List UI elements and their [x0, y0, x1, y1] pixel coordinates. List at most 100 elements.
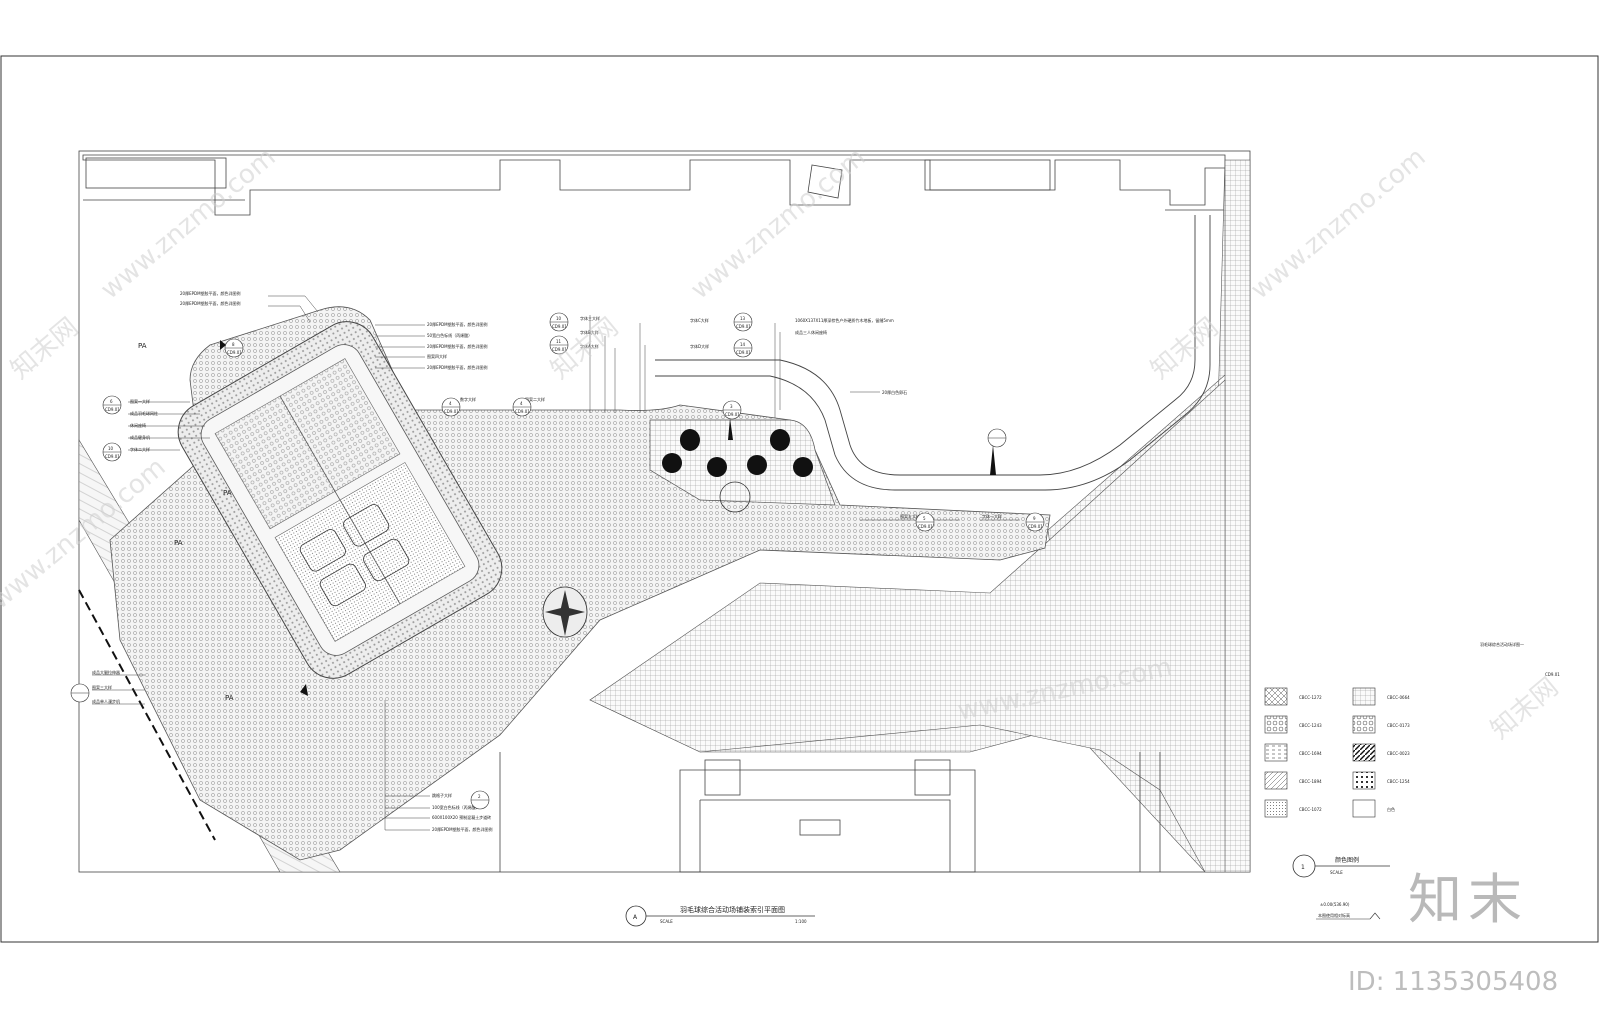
callout-bottom-left: 成品大腿拉伸器 [92, 669, 120, 675]
legend-code: CBCC-1272 [1299, 695, 1322, 700]
index-code: CD9.01 [105, 407, 120, 412]
pa-label: PA [138, 342, 147, 350]
drawing-title: 羽毛球综合活动场铺装索引平面图 [680, 905, 785, 914]
index-code: CD9.01 [227, 350, 242, 355]
side-note-code: CD9.01 [1545, 672, 1560, 677]
callout-bottom: 跳格子大样 [432, 792, 452, 798]
section-markers [220, 340, 996, 696]
callout-mid: 图案四大样 [427, 353, 447, 359]
brand-logo: 知末 [1408, 868, 1528, 931]
index-num: 11 [556, 339, 562, 344]
index-bubbles [70, 312, 1045, 810]
callout-mid: 20厚EPDM塑胶平面，颜色详图例 [427, 321, 488, 327]
index-code: CD9.01 [1028, 524, 1043, 529]
legend-swatch [1352, 771, 1376, 790]
legend-code: CBCC-1894 [1299, 779, 1322, 784]
watermark-brand: 知末网 [5, 312, 84, 385]
building-north [82, 154, 1226, 216]
callout-bottom: 20厚EPDM塑胶平面，颜色详图例 [432, 826, 493, 832]
index-num: 10 [108, 446, 114, 451]
callout-top: 字体C大样 [690, 317, 709, 323]
callout-left: 20厚EPDM塑胶平面，颜色详图例 [180, 300, 241, 306]
rail-line [78, 589, 216, 841]
legend-swatch [1264, 687, 1288, 706]
callout-top: 字体一大样 [982, 513, 1002, 519]
pa-label: PA [223, 489, 232, 497]
callout-top: 20厚白色卵石 [882, 389, 907, 395]
index-num: 13 [740, 316, 746, 321]
pa-label: PA [225, 694, 234, 702]
index-num: 6 [110, 399, 113, 404]
callout-left: 成品健身机 [130, 434, 150, 440]
legend-code: CBCC-0173 [1387, 723, 1410, 728]
index-code: CD9.01 [552, 347, 567, 352]
callout-mid: 50宽白色标线（丙烯酸） [427, 332, 472, 338]
watermark-site: www.znzmo.com [685, 142, 871, 305]
index-num: 3 [730, 404, 733, 409]
index-num: 4 [520, 401, 523, 406]
scale-value: 1:100 [795, 919, 807, 924]
callout-top: 字体三大样 [580, 315, 600, 321]
legend-swatch [1264, 771, 1288, 790]
callout-left: 成品羽毛球网柱 [130, 410, 158, 416]
drawing-title-block: A 羽毛球综合活动场铺装索引平面图 SCALE 1:100 [625, 905, 815, 927]
callout-left: 休闲座椅 [130, 422, 146, 428]
compass-medallion [542, 586, 588, 638]
index-num: 9 [1033, 516, 1036, 521]
index-code: CD9.01 [105, 454, 120, 459]
legend-code: CBCC-1254 [1387, 779, 1410, 784]
callout-top: 图案二大样 [525, 396, 545, 402]
watermark-brand: 知末网 [1145, 312, 1224, 385]
legend-code: CBCC-0664 [1387, 695, 1410, 700]
callout-top: 成品三人休闲座椅 [795, 329, 827, 335]
watermark-site: www.znzmo.com [95, 142, 281, 305]
legend-swatch [1352, 799, 1376, 818]
legend-swatch [1352, 743, 1376, 762]
callout-top: 1060X137X11厚深棕色户外硬质竹木地板，留缝5mm [795, 317, 894, 323]
legend-code: CBCC-1243 [1299, 723, 1322, 728]
legend-scale-label: SCALE [1330, 870, 1343, 875]
index-code: CD9.01 [918, 524, 933, 529]
legend-code: CBCC-1072 [1299, 807, 1322, 812]
legend-swatch [1264, 715, 1288, 734]
legend-swatch [1264, 743, 1288, 762]
watermark-brand: 知末网 [1485, 672, 1564, 745]
legend-swatch [1352, 687, 1376, 706]
callout-top: 字体D大样 [690, 343, 709, 349]
wood-deck-zone [649, 419, 836, 513]
legend-swatch [1264, 799, 1288, 818]
legend-swatch [1352, 715, 1376, 734]
callout-top: 字体A大样 [580, 343, 599, 349]
index-num: 10 [556, 316, 562, 321]
index-num: 2 [478, 794, 481, 799]
watermark-site: www.znzmo.com [1245, 142, 1431, 305]
callout-left: 字体二大样 [130, 446, 150, 452]
elevation-note: ±0.00(536.90) 本图使用相对标高 [1316, 902, 1381, 920]
callout-left: 图案一大样 [130, 398, 150, 404]
legend-code: 白色 [1387, 806, 1395, 812]
plan-tag: A [633, 914, 638, 921]
index-code: CD9.01 [444, 409, 459, 414]
gravel-edge-path [655, 215, 1211, 491]
callout-top: 数字大样 [460, 396, 476, 402]
elevation-value: ±0.00(536.90) [1320, 902, 1350, 907]
elevation-label: 本图使用相对标高 [1318, 912, 1350, 918]
callout-bottom: 100宽白色标线（丙烯酸） [432, 804, 480, 810]
legend-code: CBCC-1694 [1299, 751, 1322, 756]
legend-tag: 1 [1301, 864, 1305, 871]
callout-mid: 20厚EPDM塑胶平面，颜色详图例 [427, 343, 488, 349]
pa-label: PA [174, 539, 183, 547]
index-num: 14 [740, 342, 746, 347]
legend-title: 颜色图例 [1335, 856, 1359, 864]
callout-bottom-left: 成品单人漫步机 [92, 698, 120, 704]
callout-bottom-left: 图案三大样 [92, 684, 112, 690]
index-num: 8 [232, 342, 235, 347]
index-code: CD9.01 [736, 324, 751, 329]
callout-mid: 20厚EPDM塑胶平面，颜色详图例 [427, 364, 488, 370]
index-num: 5 [923, 516, 926, 521]
index-code: CD9.01 [725, 412, 740, 417]
index-code: CD9.01 [552, 324, 567, 329]
asset-id: ID: 1135305408 [1348, 967, 1558, 997]
